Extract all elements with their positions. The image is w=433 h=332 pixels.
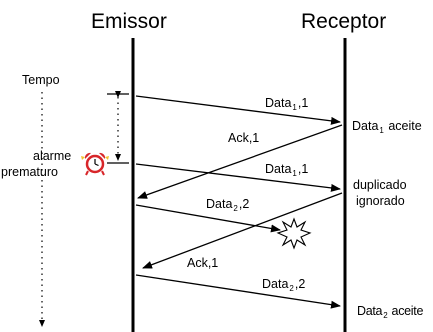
packet-loss-explosion-icon [276, 217, 312, 250]
arrow-ack1-first [137, 124, 343, 199]
arrow-data2-second [135, 274, 341, 309]
receiver-header: Receptor [301, 10, 387, 33]
timer-label-line2: prematuro [1, 165, 58, 179]
time-label: Tempo [22, 73, 60, 87]
label-ack1-first: Ack,1 [228, 131, 260, 145]
timer-label-line1: alarme [33, 149, 72, 163]
arrow-data1-retransmit [135, 163, 341, 192]
note-duplicate-line1: duplicado [353, 178, 407, 192]
label-data1-first: Data1,1 [265, 96, 309, 112]
alarm-clock-icon [81, 152, 109, 176]
sender-header: Emissor [91, 10, 167, 33]
label-data2-second: Data2,2 [262, 277, 306, 293]
note-data2-accepted: Data2 aceite [357, 304, 424, 320]
label-data2-lost: Data2,2 [206, 197, 250, 213]
note-data1-accepted: Data1 aceite [352, 119, 422, 135]
arrow-ack1-second [142, 192, 343, 269]
note-duplicate-line2: ignorado [356, 194, 405, 208]
label-data1-retransmit: Data1,1 [265, 162, 309, 178]
arrow-data1-first [135, 95, 341, 125]
label-ack1-second: Ack,1 [187, 256, 219, 270]
